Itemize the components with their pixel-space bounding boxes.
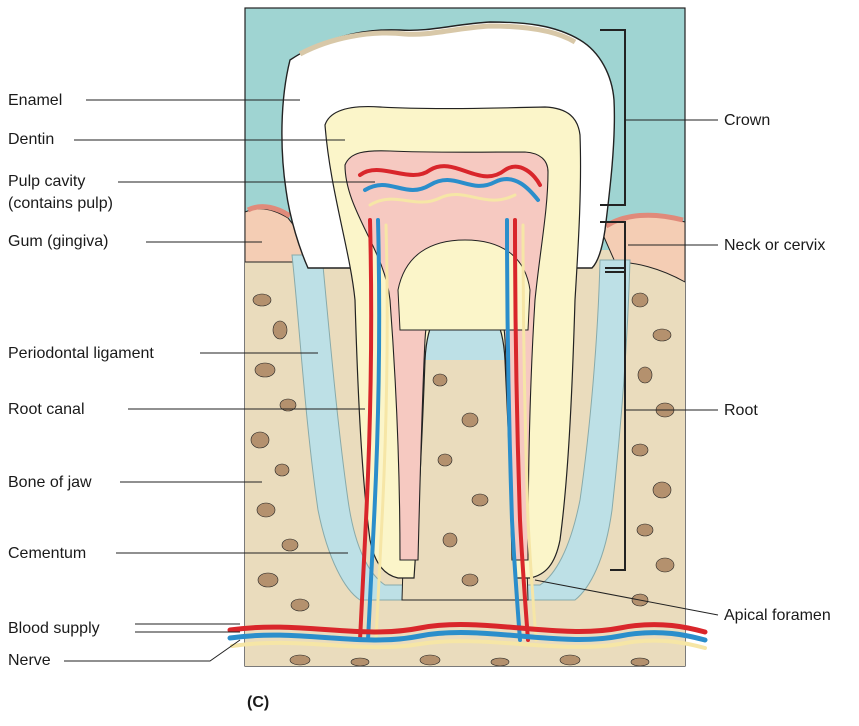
label-pulp-cavity-note: (contains pulp)	[8, 194, 113, 213]
label-bone-of-jaw: Bone of jaw	[8, 473, 92, 492]
label-dentin: Dentin	[8, 130, 54, 149]
label-apical-foramen: Apical foramen	[724, 606, 831, 625]
label-root: Root	[724, 401, 758, 420]
label-gum: Gum (gingiva)	[8, 232, 108, 251]
label-pulp-cavity: Pulp cavity	[8, 172, 85, 191]
label-periodontal-ligament: Periodontal ligament	[8, 344, 154, 363]
label-blood-supply: Blood supply	[8, 619, 100, 638]
figure-caption: (C)	[247, 694, 269, 712]
label-crown: Crown	[724, 111, 770, 130]
label-neck: Neck or cervix	[724, 236, 825, 255]
label-cementum: Cementum	[8, 544, 86, 563]
label-root-canal: Root canal	[8, 400, 85, 419]
label-nerve: Nerve	[8, 651, 51, 670]
label-enamel: Enamel	[8, 91, 62, 110]
